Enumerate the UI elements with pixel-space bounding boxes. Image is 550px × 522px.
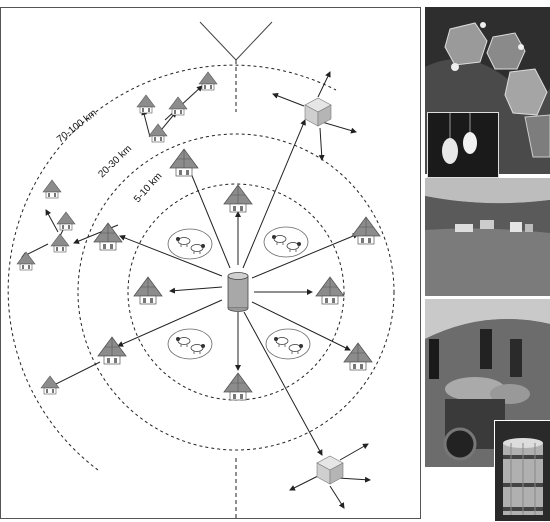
shepherd-hut-icon [133,276,163,305]
sheep-flock-icon [167,328,213,360]
shepherd-hut-icon [97,336,127,365]
shepherd-hut-icon [40,375,60,395]
ring-middle [77,133,395,451]
shepherd-hut-icon [315,276,345,305]
y-shaped-antenna-icon [199,21,273,61]
shepherd-hut-icon [50,233,70,253]
shepherd-hut-icon [16,251,36,271]
sheep-flock-icon [263,226,309,258]
shepherd-hut-icon [343,342,373,371]
shepherd-hut-icon [93,222,123,251]
shepherd-hut-icon [42,179,62,199]
ring-label-middle: 20-30 km [96,143,134,180]
ring-label-inner: 5-10 km [132,171,164,205]
shepherd-hut-icon [136,94,156,114]
cylindrical-storage-tank-icon [227,272,249,312]
cube-depot-icon [316,455,344,485]
ring-outer [7,64,337,471]
ring-label-outer: 70-100 km [55,108,99,146]
sheep-flock-icon [265,328,311,360]
shepherd-hut-icon [223,184,253,213]
diagram-frame [0,7,421,519]
shepherd-hut-icon [56,211,76,231]
mountain-pasture-vehicles-photo [425,178,550,296]
shepherd-hut-icon [168,96,188,116]
wooden-barrel-photo [494,420,550,522]
cube-depot-icon [304,97,332,127]
outer-arrows [21,71,371,509]
shepherd-hut-icon [198,71,218,91]
shepherd-hut-icon [351,216,381,245]
hanging-cheese-inset-photo [427,112,499,178]
distribution-arrows [117,119,359,456]
sheep-flock-icon [167,228,213,260]
shepherd-hut-icon [169,148,199,177]
shepherd-hut-icon [223,372,253,401]
